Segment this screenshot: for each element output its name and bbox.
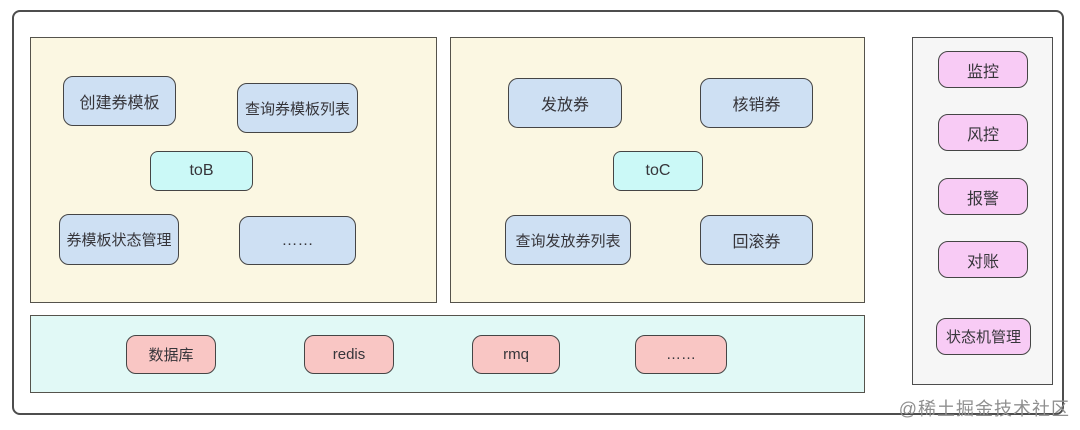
watermark: @稀土掘金技术社区	[898, 399, 1070, 419]
toc-panel: 发放券 核销券 toC 查询发放券列表 回滚券	[450, 37, 865, 303]
node-create-coupon-template: 创建券模板	[63, 76, 176, 126]
node-rmq: rmq	[472, 335, 560, 374]
node-alerting: 报警	[938, 178, 1028, 215]
node-database: 数据库	[126, 335, 216, 374]
infra-panel: 数据库 redis rmq ……	[30, 315, 865, 393]
ops-panel: 监控 风控 报警 对账 状态机管理	[912, 37, 1053, 385]
node-state-machine-mgmt: 状态机管理	[936, 318, 1031, 355]
node-template-status-mgmt: 券模板状态管理	[59, 214, 179, 265]
node-verify-coupon: 核销券	[700, 78, 813, 128]
tob-panel: 创建券模板 查询券模板列表 toB 券模板状态管理 ……	[30, 37, 437, 303]
node-tob-ellipsis: ……	[239, 216, 356, 265]
node-query-template-list: 查询券模板列表	[237, 83, 358, 133]
node-monitoring: 监控	[938, 51, 1028, 88]
node-toc: toC	[613, 151, 703, 191]
node-rollback-coupon: 回滚券	[700, 215, 813, 265]
node-infra-ellipsis: ……	[635, 335, 727, 374]
node-issue-coupon: 发放券	[508, 78, 622, 128]
node-query-issued-list: 查询发放券列表	[505, 215, 631, 265]
node-tob: toB	[150, 151, 253, 191]
node-redis: redis	[304, 335, 394, 374]
node-risk-control: 风控	[938, 114, 1028, 151]
node-reconciliation: 对账	[938, 241, 1028, 278]
